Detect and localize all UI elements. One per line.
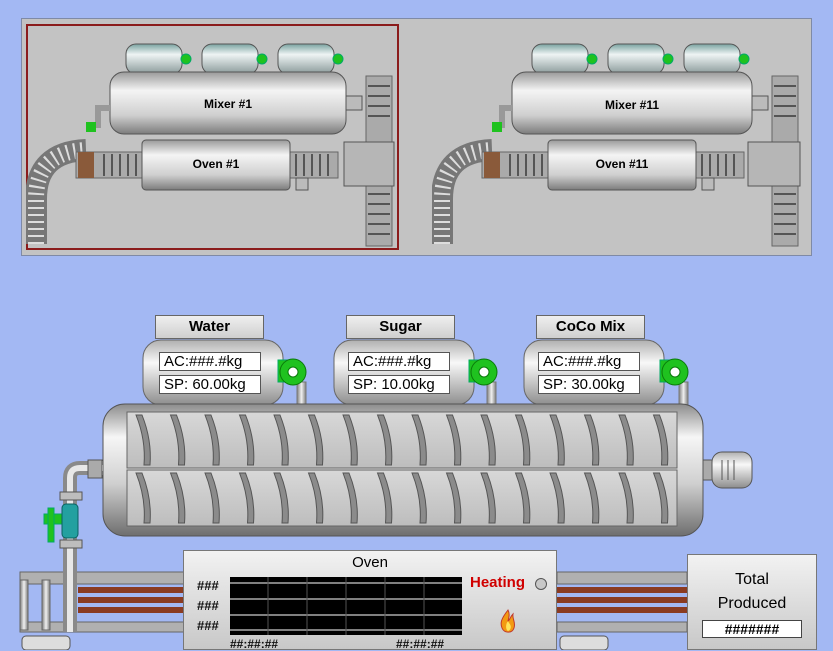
oven-trend-y-label-2: ###: [197, 598, 219, 613]
unit-1-oven-label: Oven #1: [192, 157, 240, 171]
unit-11-graphic[interactable]: [432, 24, 805, 250]
oven-trend-x-end: ##:##:##: [396, 637, 445, 651]
flame-icon: [500, 609, 516, 633]
heating-indicator-lamp: [535, 578, 547, 590]
tank-coco-mix-setpoint[interactable]: SP: 30.00kg: [538, 375, 640, 394]
total-label-line2: Produced: [717, 595, 787, 612]
tank-sugar-title: Sugar: [346, 315, 455, 339]
oven-panel[interactable]: Oven ### ### ### ##:##:## ##:##:## Heati…: [183, 550, 557, 651]
tank-water-title: Water: [155, 315, 264, 339]
mixer-detail-graphic: [19, 339, 753, 650]
oven-trend-y-label-1: ###: [197, 578, 219, 593]
tank-coco-mix-actual: AC:###.#kg: [538, 352, 640, 371]
oven-title: Oven: [352, 554, 388, 571]
total-label-line1: Total: [735, 571, 769, 588]
tank-coco-mix-title: CoCo Mix: [536, 315, 645, 339]
oven-trend-x-start: ##:##:##: [230, 637, 279, 651]
tank-sugar-setpoint[interactable]: SP: 10.00kg: [348, 375, 450, 394]
unit-1-selection-frame[interactable]: [26, 24, 399, 250]
oven-trend-chart[interactable]: [230, 577, 462, 635]
tank-sugar-actual: AC:###.#kg: [348, 352, 450, 371]
tank-water-setpoint[interactable]: SP: 60.00kg: [159, 375, 261, 394]
unit-1-graphic[interactable]: [26, 24, 399, 250]
oven-heating-status: Heating: [470, 574, 526, 591]
total-produced-value: #######: [702, 620, 802, 638]
unit-11-oven-label: Oven #11: [595, 157, 649, 171]
unit-11-mixer-label: Mixer #11: [604, 98, 660, 112]
unit-1-mixer-label: Mixer #1: [203, 97, 253, 111]
oven-trend-y-label-3: ###: [197, 618, 219, 633]
tank-water-actual: AC:###.#kg: [159, 352, 261, 371]
total-produced-panel: Total Produced #######: [687, 554, 817, 650]
